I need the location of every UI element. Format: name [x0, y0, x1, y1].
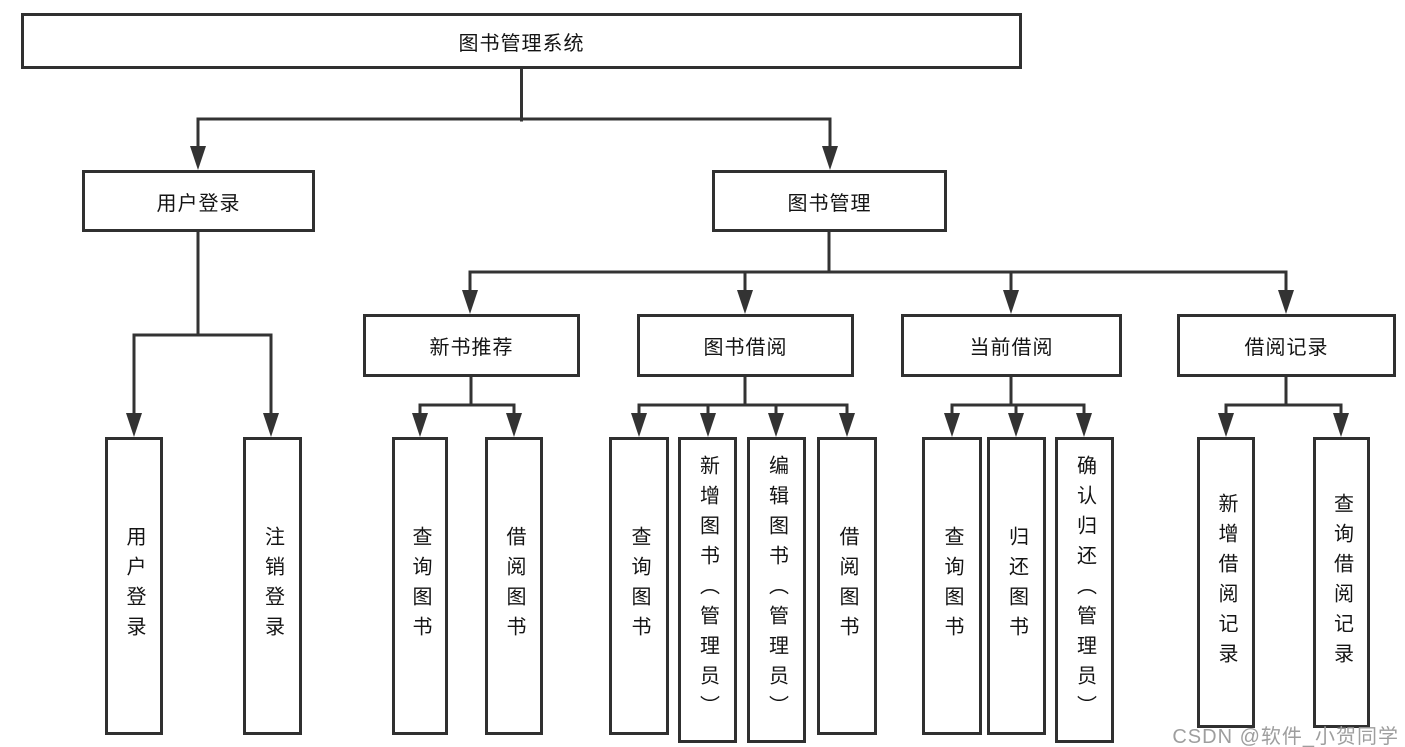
- watermark-text: CSDN @软件_小贺同学: [1172, 726, 1399, 747]
- node-label: 新增借阅记录: [1215, 492, 1237, 673]
- node-current-borrowing: 当前借阅: [901, 314, 1122, 377]
- node-label: 编辑图书（管理员）: [765, 455, 788, 725]
- node-system-root: 图书管理系统: [21, 13, 1022, 69]
- node-query-books-current: 查询图书: [922, 437, 982, 735]
- node-edit-books-admin: 编辑图书（管理员）: [747, 437, 806, 743]
- node-add-borrow-record: 新增借阅记录: [1197, 437, 1255, 728]
- node-book-management: 图书管理: [712, 170, 947, 232]
- node-user-login-leaf: 用户登录: [105, 437, 163, 735]
- node-label: 查询借阅记录: [1330, 492, 1353, 673]
- node-label: 查询图书: [628, 526, 650, 646]
- node-user-login: 用户登录: [82, 170, 315, 232]
- node-label: 查询图书: [409, 526, 431, 646]
- node-book-borrowing: 图书借阅: [637, 314, 854, 377]
- node-label: 新增图书（管理员）: [696, 455, 719, 725]
- node-label: 用户登录: [123, 526, 145, 646]
- node-borrowing-records: 借阅记录: [1177, 314, 1396, 377]
- node-logout: 注销登录: [243, 437, 302, 735]
- node-label: 借阅图书: [836, 526, 858, 646]
- arrowheads: [126, 146, 1349, 437]
- node-label: 借阅图书: [503, 526, 525, 646]
- node-borrow-books-borrowing: 借阅图书: [817, 437, 877, 735]
- node-label: 归还图书: [1005, 526, 1028, 646]
- node-return-books: 归还图书: [987, 437, 1046, 735]
- node-new-book-recommendation: 新书推荐: [363, 314, 580, 377]
- node-label: 确认归还（管理员）: [1073, 455, 1096, 725]
- node-query-borrow-record: 查询借阅记录: [1313, 437, 1370, 728]
- connector-paths: [132, 67, 1343, 417]
- node-label: 查询图书: [941, 526, 963, 646]
- node-borrow-books-recommend: 借阅图书: [485, 437, 543, 735]
- node-query-books-borrowing: 查询图书: [609, 437, 669, 735]
- node-add-books-admin: 新增图书（管理员）: [678, 437, 737, 743]
- node-confirm-return-admin: 确认归还（管理员）: [1055, 437, 1114, 743]
- node-label: 注销登录: [261, 526, 284, 646]
- node-query-books-recommend: 查询图书: [392, 437, 448, 735]
